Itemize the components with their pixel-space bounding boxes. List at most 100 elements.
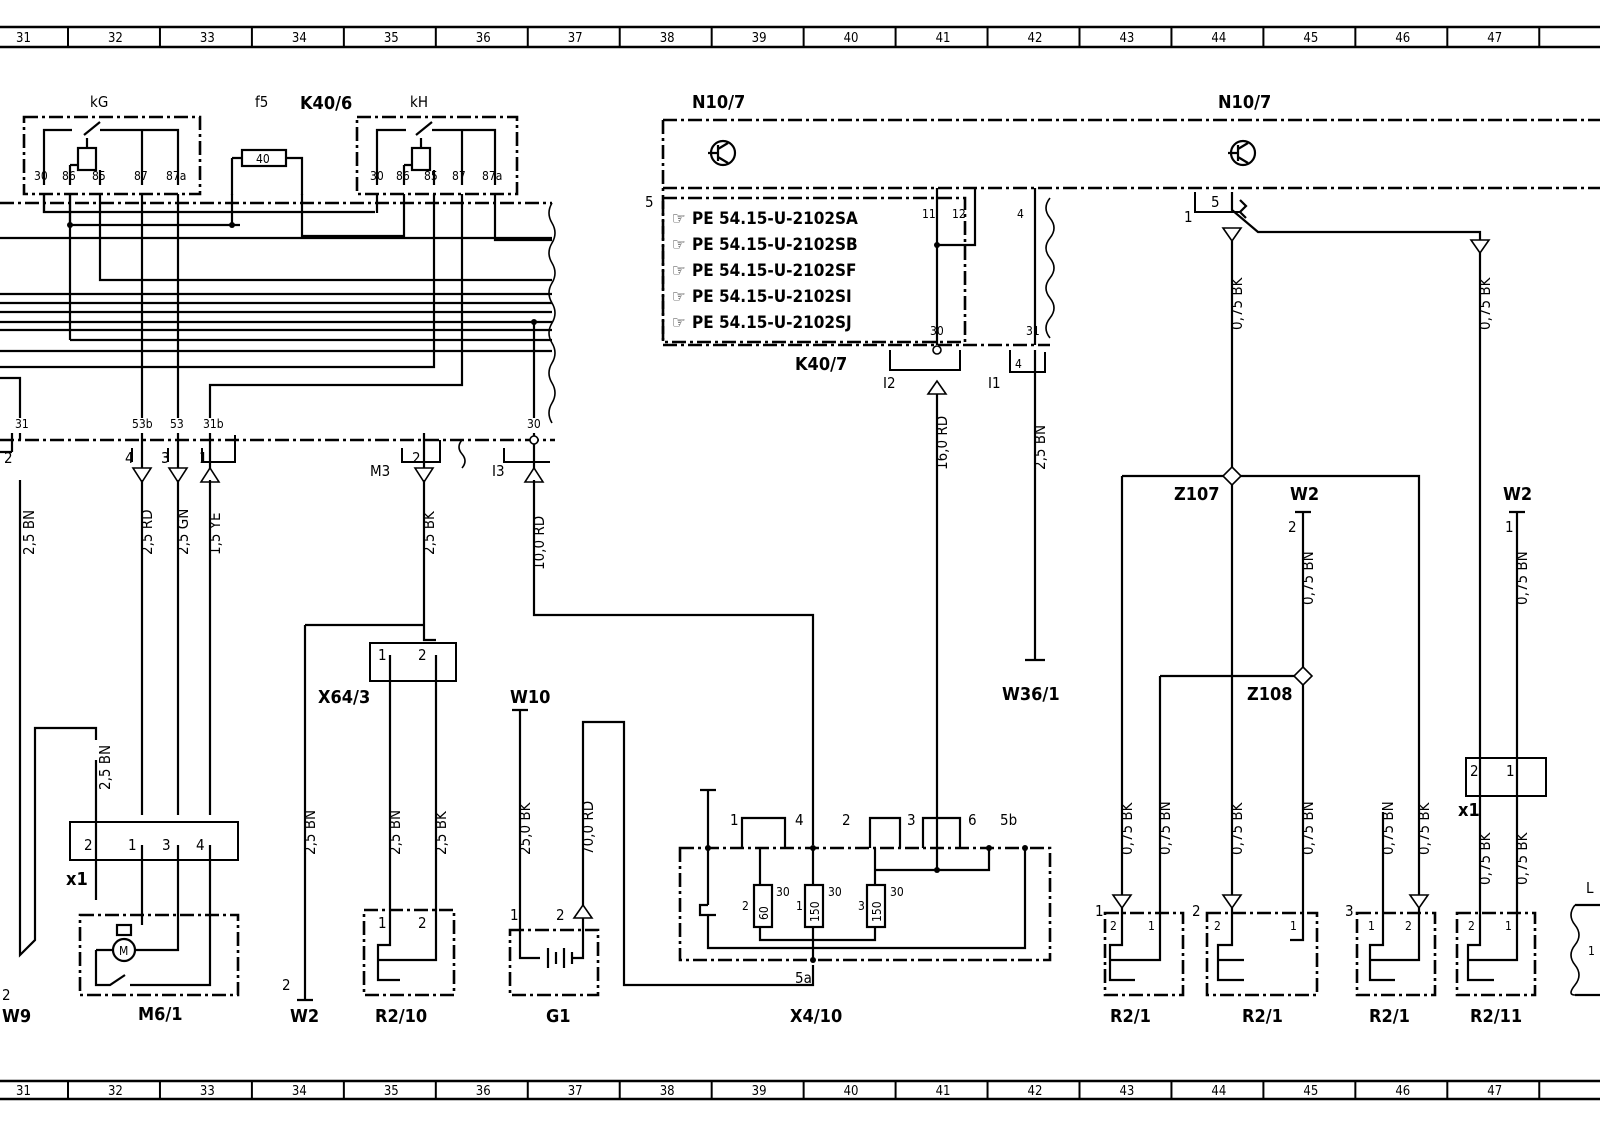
svg-text:70,0 RD: 70,0 RD [579, 801, 597, 855]
svg-text:0,75 BK: 0,75 BK [1228, 801, 1246, 855]
pe-reference[interactable]: ☞ PE 54.15-U-2102SI [672, 287, 852, 307]
svg-text:4: 4 [795, 811, 804, 829]
ruler-label: 36 [476, 1084, 491, 1099]
svg-text:2: 2 [1288, 518, 1297, 536]
svg-text:2,5 BN: 2,5 BN [20, 510, 38, 555]
heater-r2-10: 1 2 R2/10 [362, 905, 456, 1027]
ruler-label: 37 [568, 31, 583, 46]
svg-text:1: 1 [1184, 208, 1193, 226]
svg-text:3: 3 [1345, 902, 1354, 920]
svg-text:2: 2 [84, 836, 93, 854]
ruler-label: 37 [568, 1084, 583, 1099]
svg-text:R2/10: R2/10 [375, 1006, 427, 1027]
svg-text:5: 5 [1211, 193, 1220, 211]
control-unit-n10-7: N10/7 N10/7 5 ☞ PE 54.15-U-2102SA ☞ PE 5… [645, 92, 1600, 870]
svg-text:PE 54.15-U-2102SF: PE 54.15-U-2102SF [692, 261, 857, 281]
svg-text:12: 12 [952, 207, 966, 221]
ruler-label: 44 [1211, 1084, 1226, 1099]
ruler-label: 35 [384, 31, 399, 46]
svg-text:2,5 GN: 2,5 GN [174, 509, 192, 555]
svg-text:2: 2 [2, 986, 11, 1004]
svg-text:16,0 RD: 16,0 RD [933, 416, 951, 470]
svg-text:R2/1: R2/1 [1110, 1006, 1151, 1027]
pe-reference[interactable]: ☞ PE 54.15-U-2102SB [672, 235, 858, 255]
svg-text:2,5 RD: 2,5 RD [138, 509, 156, 555]
svg-text:0,75 BK: 0,75 BK [1476, 831, 1494, 885]
connector-x1-right: 2 1 x1 [1458, 757, 1547, 821]
svg-text:150: 150 [870, 901, 884, 922]
heater-r2-11: 2 1 R2/11 [1455, 911, 1537, 1027]
pe-number: 5 [645, 193, 654, 211]
svg-text:6: 6 [968, 811, 977, 829]
svg-text:G1: G1 [546, 1006, 571, 1027]
svg-text:0,75 BK: 0,75 BK [1228, 276, 1246, 330]
pointing-hand-icon: ☞ [672, 261, 686, 281]
svg-text:30: 30 [890, 885, 904, 899]
svg-text:R2/1: R2/1 [1242, 1006, 1283, 1027]
edge-fragment: L 1 [1570, 879, 1600, 997]
pe-reference[interactable]: ☞ PE 54.15-U-2102SA [672, 209, 858, 229]
svg-text:5a: 5a [795, 969, 812, 987]
svg-text:1: 1 [128, 836, 137, 854]
ruler-label: 39 [752, 1084, 767, 1099]
ruler-label: 42 [1028, 31, 1043, 46]
svg-text:1: 1 [796, 899, 803, 913]
svg-text:2,5 BN: 2,5 BN [1031, 425, 1049, 470]
svg-text:2: 2 [1214, 919, 1221, 933]
motor-m6-1: 2 1 3 4 x1 M M6/1 2,5 BN [66, 745, 240, 1025]
svg-text:1: 1 [199, 449, 208, 467]
ruler-label: 33 [200, 31, 215, 46]
svg-text:4: 4 [1015, 357, 1022, 371]
svg-text:53b: 53b [132, 417, 153, 431]
ruler-label: 42 [1028, 1084, 1043, 1099]
svg-text:2,5 BN: 2,5 BN [301, 810, 319, 855]
svg-text:3: 3 [907, 811, 916, 829]
ruler-label: 43 [1119, 1084, 1134, 1099]
svg-text:W10: W10 [510, 687, 550, 708]
svg-text:85: 85 [424, 169, 438, 183]
ruler-label: 46 [1395, 1084, 1410, 1099]
ruler-label: 31 [16, 31, 31, 46]
motor-icon: M [119, 944, 128, 958]
svg-text:3: 3 [162, 836, 171, 854]
svg-text:10,0 RD: 10,0 RD [530, 516, 548, 570]
svg-text:1: 1 [1506, 762, 1515, 780]
svg-text:1: 1 [1095, 902, 1104, 920]
svg-text:86: 86 [396, 169, 410, 183]
relay-kg-label: kG [90, 93, 108, 111]
svg-text:f5: f5 [255, 93, 268, 111]
splice-z107: Z107 [1120, 465, 1421, 812]
relay-kh-pins: 30 86 85 87 87a [370, 169, 502, 183]
svg-text:2: 2 [1405, 919, 1412, 933]
svg-text:0,75 BN: 0,75 BN [1513, 551, 1531, 605]
ruler-label: 40 [844, 1084, 859, 1099]
pe-reference[interactable]: ☞ PE 54.15-U-2102SF [672, 261, 857, 281]
svg-text:30: 30 [828, 885, 842, 899]
pe-reference[interactable]: ☞ PE 54.15-U-2102SJ [672, 313, 852, 333]
k40-7-label: K40/7 [795, 354, 847, 375]
ruler-label: 46 [1395, 31, 1410, 46]
svg-text:4: 4 [1017, 207, 1024, 221]
svg-text:2: 2 [418, 914, 427, 932]
svg-text:x1: x1 [1458, 800, 1480, 821]
svg-text:0,75 BN: 0,75 BN [1299, 801, 1317, 855]
svg-text:0,75 BN: 0,75 BN [1156, 801, 1174, 855]
svg-text:30: 30 [527, 417, 541, 431]
svg-text:5b: 5b [1000, 811, 1017, 829]
svg-text:11: 11 [922, 207, 936, 221]
svg-text:1: 1 [1588, 944, 1595, 958]
svg-text:1: 1 [1505, 919, 1512, 933]
svg-text:30: 30 [34, 169, 48, 183]
svg-text:2,5 BK: 2,5 BK [432, 810, 450, 855]
m3-label: M3 [370, 462, 390, 480]
ruler-label: 34 [292, 1084, 307, 1099]
svg-text:X4/10: X4/10 [790, 1006, 842, 1027]
svg-text:0,75 BN: 0,75 BN [1379, 801, 1397, 855]
ground-w2-b: W2 1 0,75 BN [1503, 484, 1532, 812]
svg-text:86: 86 [62, 169, 76, 183]
fuse-f5: f5 40 [230, 93, 304, 195]
ruler-label: 44 [1211, 31, 1226, 46]
heater-r2-1-b: 2 2 1 R2/1 [1192, 902, 1319, 1027]
